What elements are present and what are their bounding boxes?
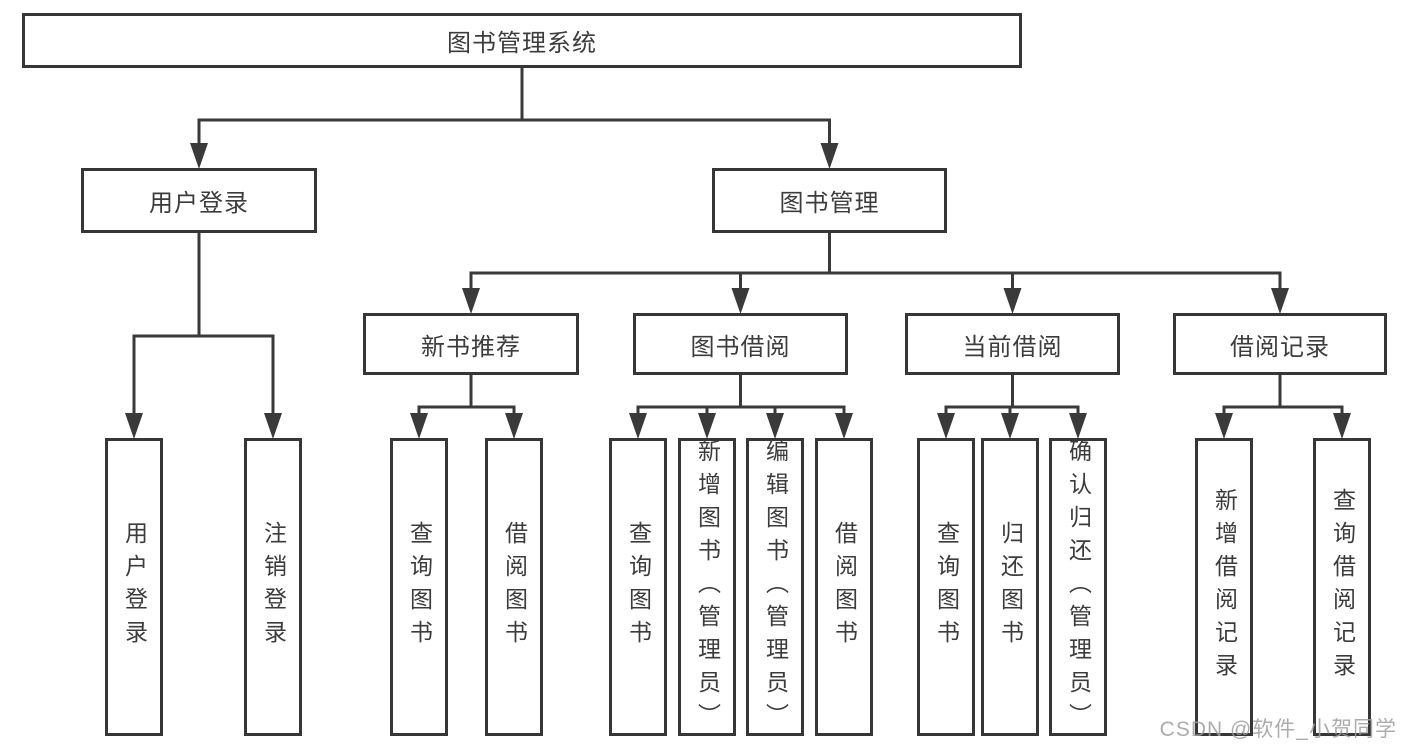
- edges-root: [190, 66, 839, 169]
- node-label: 用户登录: [149, 190, 249, 217]
- edges-borrowing-records: [1215, 373, 1351, 439]
- node-root: 图书管理系统: [22, 13, 1022, 68]
- node-label: 图书借阅: [690, 333, 791, 361]
- node-label: 图书管理系统: [447, 30, 597, 57]
- node-leaf-logout: 注销登录: [244, 438, 302, 736]
- node-leaf-user-login: 用户登录: [105, 438, 163, 736]
- node-book-management: 图书管理: [712, 168, 947, 233]
- node-leaf-add-book-admin: 新增图书（管理员）: [678, 438, 736, 736]
- node-current-borrowing: 当前借阅: [905, 313, 1120, 375]
- node-leaf-borrow-book-new: 借阅图书: [485, 438, 543, 736]
- node-label: 查询图书: [406, 521, 433, 653]
- node-borrowing-records: 借阅记录: [1173, 313, 1387, 375]
- edges-book-borrowing: [629, 373, 853, 439]
- node-leaf-return-book: 归还图书: [981, 438, 1039, 736]
- node-leaf-query-book-borrow: 查询图书: [609, 438, 667, 736]
- node-label: 借阅图书: [831, 521, 858, 653]
- node-leaf-query-book-new: 查询图书: [390, 438, 448, 736]
- node-book-borrowing: 图书借阅: [633, 313, 848, 375]
- node-leaf-confirm-return: 确认归还（管理员）: [1049, 438, 1107, 736]
- edges-current-borrowing: [937, 373, 1087, 439]
- node-label: 归还图书: [997, 521, 1024, 653]
- node-leaf-add-borrow-record: 新增借阅记录: [1195, 438, 1253, 736]
- node-label: 确认归还（管理员）: [1065, 438, 1092, 736]
- watermark: CSDN @软件_小贺同学: [1159, 718, 1397, 741]
- node-label: 查询借阅记录: [1329, 488, 1356, 686]
- node-label: 用户登录: [121, 521, 148, 653]
- node-label: 新书推荐: [421, 333, 521, 361]
- node-leaf-query-book-current: 查询图书: [917, 438, 975, 736]
- edges-new-book-recommend: [410, 373, 523, 439]
- edges-book-management: [462, 231, 1289, 314]
- node-leaf-borrow-book: 借阅图书: [815, 438, 873, 736]
- node-label: 图书管理: [779, 190, 880, 217]
- node-label: 当前借阅: [962, 333, 1063, 361]
- node-label: 借阅图书: [501, 521, 528, 653]
- node-user-login: 用户登录: [81, 168, 317, 233]
- node-label: 查询图书: [625, 521, 652, 653]
- node-label: 借阅记录: [1230, 333, 1330, 361]
- node-new-book-recommend: 新书推荐: [363, 313, 579, 375]
- node-label: 注销登录: [260, 521, 287, 653]
- node-label: 新增图书（管理员）: [694, 438, 721, 736]
- node-label: 新增借阅记录: [1211, 488, 1238, 686]
- node-label: 查询图书: [933, 521, 960, 653]
- node-label: 编辑图书（管理员）: [762, 438, 789, 736]
- node-leaf-edit-book-admin: 编辑图书（管理员）: [746, 438, 804, 736]
- node-leaf-query-borrow-record: 查询借阅记录: [1313, 438, 1371, 736]
- edges-user-login: [125, 231, 282, 439]
